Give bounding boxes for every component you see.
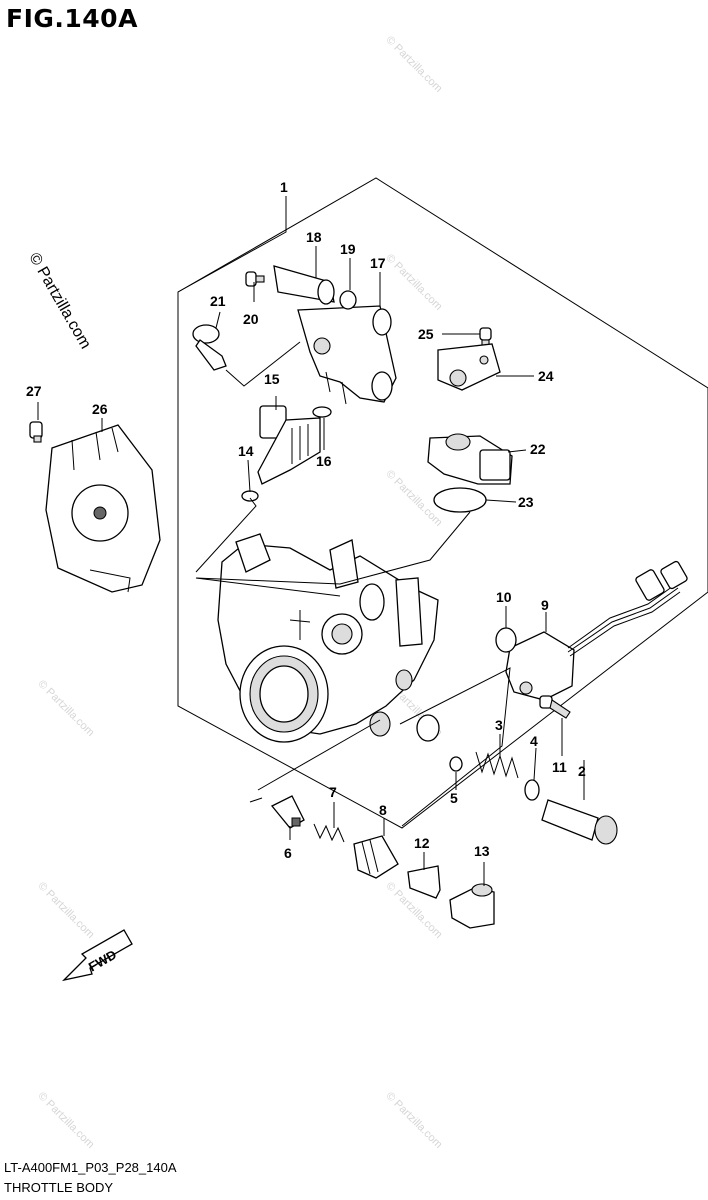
figure-code: LT-A400FM1_P03_P28_140A	[4, 1160, 177, 1175]
fwd-arrow-icon: FWD	[61, 929, 133, 982]
part-5-washer[interactable]	[449, 756, 463, 772]
part-19-o-ring[interactable]	[339, 290, 357, 310]
callout-13: 13	[474, 843, 490, 859]
part-9-sensor[interactable]	[505, 560, 688, 701]
callout-5: 5	[450, 790, 458, 806]
part-22-sensor[interactable]	[427, 433, 513, 485]
part-10-o-ring[interactable]	[495, 627, 517, 653]
part-7-spring[interactable]	[313, 823, 345, 843]
part-13-elbow[interactable]	[449, 883, 495, 929]
part-15-injector[interactable]	[257, 405, 321, 485]
part-1-throttle-body[interactable]	[217, 533, 440, 743]
callout-1: 1	[280, 179, 288, 195]
callout-20: 20	[243, 311, 259, 327]
part-21-plug[interactable]	[192, 324, 227, 371]
callout-10: 10	[496, 589, 512, 605]
callout-2: 2	[578, 763, 586, 779]
callout-26: 26	[92, 401, 108, 417]
part-8-fitting[interactable]	[353, 835, 399, 879]
callout-17: 17	[370, 255, 386, 271]
callout-15: 15	[264, 371, 280, 387]
part-11-screw[interactable]	[539, 695, 571, 719]
part-16-o-ring[interactable]	[312, 406, 332, 418]
assembly-outline	[177, 177, 708, 829]
callout-4: 4	[530, 733, 538, 749]
part-23-o-ring[interactable]	[433, 487, 487, 513]
callout-14: 14	[238, 443, 254, 459]
callout-8: 8	[379, 802, 387, 818]
part-18-17-delivery-pipe[interactable]	[273, 265, 397, 405]
callout-16: 16	[316, 453, 332, 469]
part-27-screw[interactable]	[29, 421, 43, 443]
callout-23: 23	[518, 494, 534, 510]
part-20-screw[interactable]	[245, 271, 265, 287]
callout-11: 11	[552, 759, 567, 775]
part-3-spring[interactable]	[475, 751, 519, 779]
callout-25: 25	[418, 326, 434, 342]
callout-19: 19	[340, 241, 356, 257]
part-12-hose[interactable]	[407, 865, 441, 899]
callout-24: 24	[538, 368, 554, 384]
callout-21: 21	[210, 293, 226, 309]
part-4-o-ring[interactable]	[524, 779, 540, 801]
callout-22: 22	[530, 441, 546, 457]
callout-labels: 1 2 3 4 5 6 7 8 9 10 11 12 13 14 15 16 1…	[26, 179, 586, 861]
part-14-o-ring[interactable]	[241, 490, 259, 502]
part-24-bracket[interactable]	[437, 343, 501, 391]
part-26-cover[interactable]	[45, 424, 161, 593]
callout-6: 6	[284, 845, 292, 861]
callout-7: 7	[329, 784, 337, 800]
callout-3: 3	[495, 717, 503, 733]
part-2-adjust-screw[interactable]	[541, 799, 618, 845]
part-6-plunger[interactable]	[270, 795, 305, 829]
leader-lines	[37, 196, 585, 886]
callout-9: 9	[541, 597, 549, 613]
figure-name: THROTTLE BODY	[4, 1180, 114, 1195]
figure-title: FIG.140A	[6, 4, 138, 33]
callout-18: 18	[306, 229, 322, 245]
callout-27: 27	[26, 383, 42, 399]
callout-12: 12	[414, 835, 430, 851]
